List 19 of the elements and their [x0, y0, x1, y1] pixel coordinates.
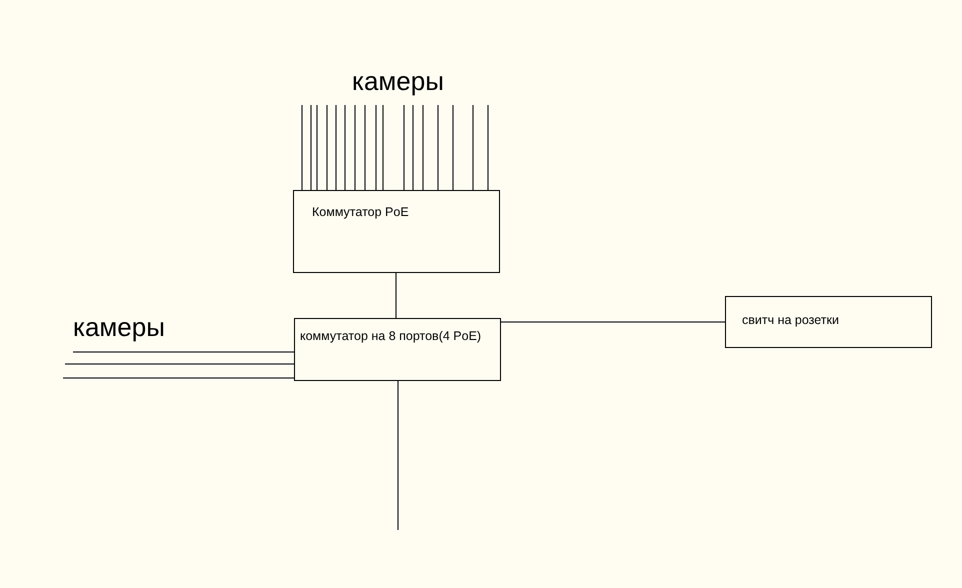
switch-box [293, 190, 500, 273]
cable-line [310, 104, 312, 190]
cable-line [382, 104, 384, 190]
switch-box [725, 296, 932, 348]
group-label: камеры [73, 312, 165, 343]
cable-line [326, 104, 328, 190]
switch-box [294, 318, 501, 381]
group-label: камеры [352, 66, 444, 97]
node-label: коммутатор на 8 портов(4 PoE) [300, 329, 482, 343]
cable-line [316, 104, 318, 190]
cable-line [452, 104, 454, 190]
cable-line [354, 104, 356, 190]
cable-line [472, 104, 474, 190]
cable-line [344, 104, 346, 190]
cable-line [422, 104, 424, 190]
cable-line [364, 104, 366, 190]
cable-line [412, 104, 414, 190]
node-label: Коммутатор PoE [312, 205, 409, 219]
node-label: свитч на розетки [742, 313, 839, 327]
